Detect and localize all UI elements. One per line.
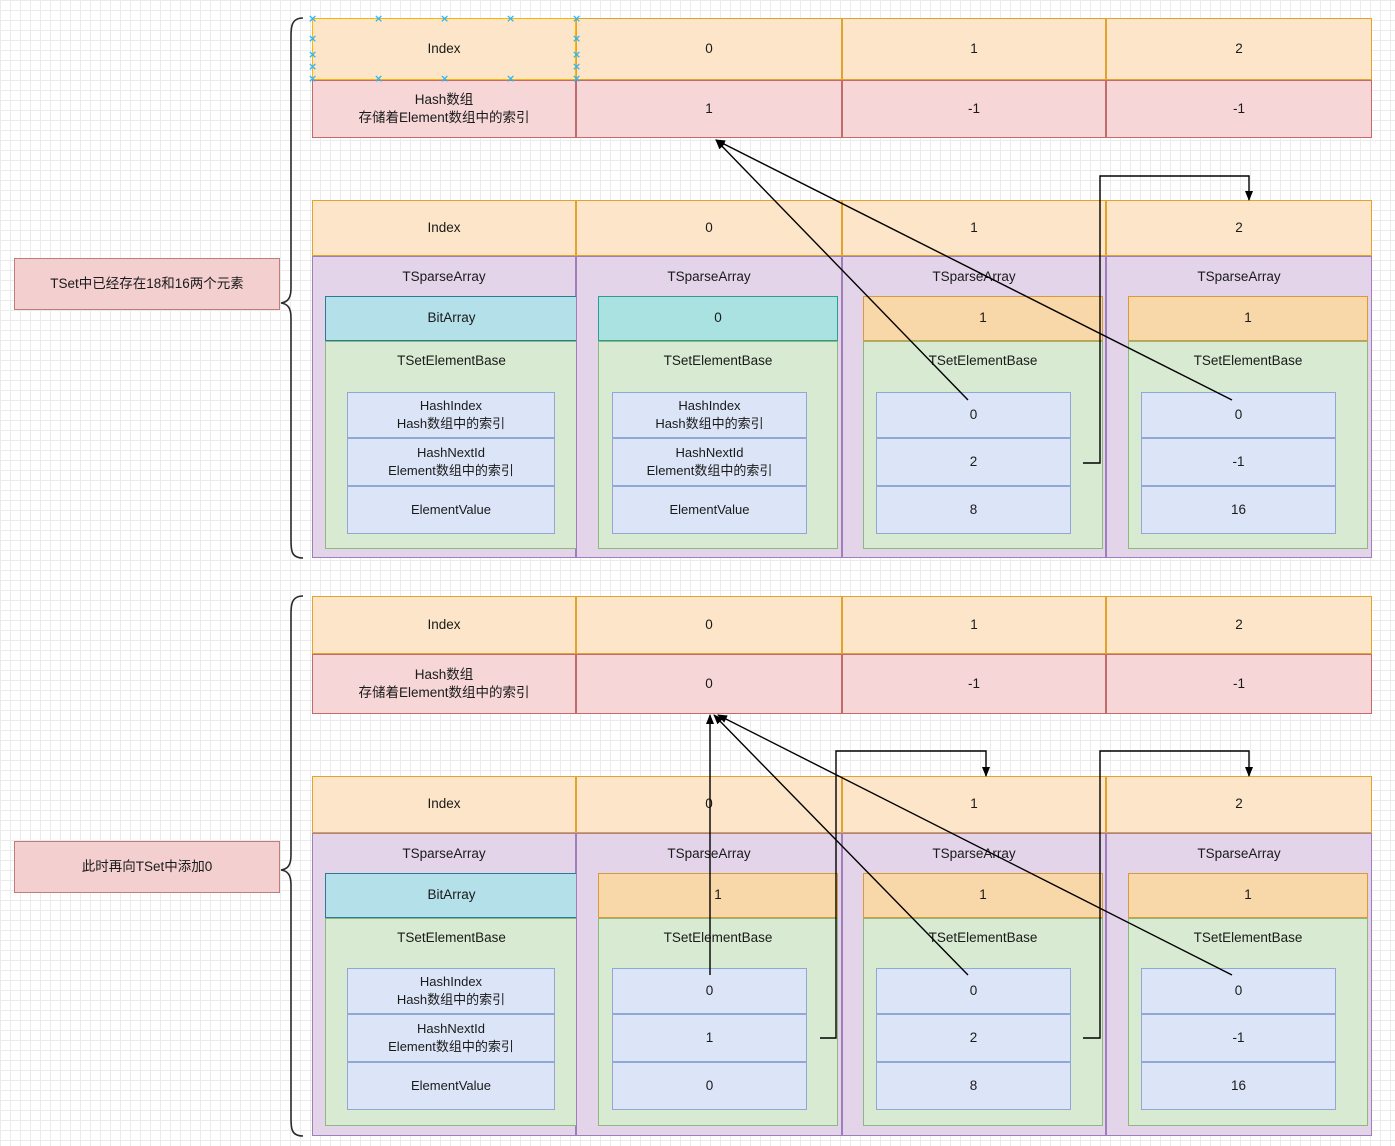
top-col0-hashindex[interactable]: HashIndex Hash数组中的索引: [347, 392, 555, 438]
bottom-hash-index-2[interactable]: 2: [1106, 596, 1372, 654]
top-hash-value-0[interactable]: 1: [576, 80, 842, 138]
top-col3-elementvalue[interactable]: 16: [1141, 486, 1336, 534]
top-hash-row-label[interactable]: Hash数组 存储着Element数组中的索引: [312, 80, 576, 138]
top-hash-index-0[interactable]: 0: [576, 18, 842, 80]
top-elem-index-header[interactable]: Index: [312, 200, 576, 256]
bottom-col1-hashnextid[interactable]: 1: [612, 1014, 807, 1062]
bottom-col3-elementvalue[interactable]: 16: [1141, 1062, 1336, 1110]
top-col2-elementvalue[interactable]: 8: [876, 486, 1071, 534]
top-hash-index-2[interactable]: 2: [1106, 18, 1372, 80]
bottom-hash-index-0[interactable]: 0: [576, 596, 842, 654]
bottom-hash-value-0[interactable]: 0: [576, 654, 842, 714]
bottom-hash-value-2[interactable]: -1: [1106, 654, 1372, 714]
bottom-col0-hashindex[interactable]: HashIndex Hash数组中的索引: [347, 968, 555, 1014]
bottom-col0-bitarray[interactable]: BitArray: [325, 873, 578, 918]
bottom-hash-value-1[interactable]: -1: [842, 654, 1106, 714]
bottom-elem-index-header[interactable]: Index: [312, 776, 576, 833]
note-bottom[interactable]: 此时再向TSet中添加0: [14, 841, 280, 893]
top-col1-hashnextid[interactable]: HashNextId Element数组中的索引: [612, 438, 807, 486]
top-col2-hashnextid[interactable]: 2: [876, 438, 1071, 486]
bottom-hash-index-header[interactable]: Index: [312, 596, 576, 654]
bottom-col1-elementvalue[interactable]: 0: [612, 1062, 807, 1110]
top-col1-hashindex[interactable]: HashIndex Hash数组中的索引: [612, 392, 807, 438]
bottom-col0-hashnextid[interactable]: HashNextId Element数组中的索引: [347, 1014, 555, 1062]
top-hash-value-1[interactable]: -1: [842, 80, 1106, 138]
top-hash-index-1[interactable]: 1: [842, 18, 1106, 80]
top-col0-hashnextid[interactable]: HashNextId Element数组中的索引: [347, 438, 555, 486]
bottom-col0-elementvalue[interactable]: ElementValue: [347, 1062, 555, 1110]
bottom-hash-row-label[interactable]: Hash数组 存储着Element数组中的索引: [312, 654, 576, 714]
top-hash-value-2[interactable]: -1: [1106, 80, 1372, 138]
top-col1-elementvalue[interactable]: ElementValue: [612, 486, 807, 534]
note-top[interactable]: TSet中已经存在18和16两个元素: [14, 258, 280, 310]
top-col0-elementvalue[interactable]: ElementValue: [347, 486, 555, 534]
bottom-hash-index-1[interactable]: 1: [842, 596, 1106, 654]
bottom-col2-elementvalue[interactable]: 8: [876, 1062, 1071, 1110]
